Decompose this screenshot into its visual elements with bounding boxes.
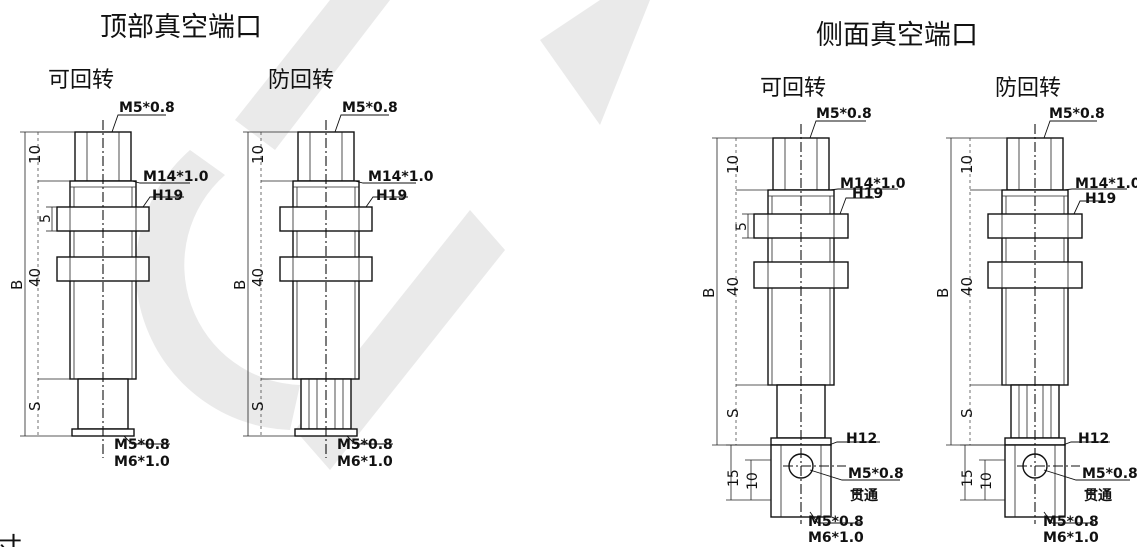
label-top-thread: M5*0.8 [342, 100, 398, 116]
dimension-lines [712, 137, 777, 501]
dim-5: 5 [38, 214, 54, 223]
label-bottom-thread-m5: M5*0.8 [337, 437, 393, 453]
dim-5: 5 [734, 222, 750, 231]
dim-s: S [26, 401, 44, 411]
cropped-text: 寸 [0, 533, 22, 547]
label-hex-h12: H12 [846, 431, 877, 447]
subtitle-anti-rotation: 防回转 [268, 68, 334, 93]
label-side-thread: M5*0.8 [848, 466, 904, 482]
label-hex: H19 [852, 186, 883, 202]
label-top-thread: M5*0.8 [119, 100, 175, 116]
dim-b: B [700, 288, 718, 298]
dim-b: B [231, 280, 249, 290]
dim-15: 15 [960, 469, 976, 487]
label-bottom-thread-m6: M6*1.0 [114, 454, 170, 470]
label-hex: H19 [152, 188, 183, 204]
dim-40: 40 [26, 268, 44, 287]
fitting-body [56, 120, 150, 458]
label-hex: H19 [1085, 191, 1116, 207]
label-bottom-thread-m6: M6*1.0 [1043, 530, 1099, 546]
drawing-side-rotatable: 可回转 [700, 76, 906, 546]
fitting-body [279, 120, 373, 458]
watermark [135, 0, 650, 470]
leader-lines [809, 120, 900, 524]
dim-10: 10 [979, 472, 995, 490]
dim-b: B [934, 288, 952, 298]
label-top-thread: M5*0.8 [816, 106, 872, 122]
dimension-lines [946, 137, 1011, 501]
dim-b: B [8, 280, 26, 290]
leader-lines [111, 114, 190, 445]
drawing-side-anti-rotation: 防回转 [934, 76, 1137, 546]
drawing-top-rotatable: 可回转 10 5 40 B S [8, 68, 209, 470]
drawing-top-anti-rotation: 防回转 10 40 B S [231, 68, 434, 470]
label-bottom-thread-m5: M5*0.8 [808, 514, 864, 530]
dimension-lines [243, 131, 301, 437]
title-top-port: 顶部真空端口 [100, 12, 262, 43]
subtitle-anti-rotation: 防回转 [995, 76, 1061, 101]
label-side-thread: M5*0.8 [1082, 466, 1137, 482]
dim-40: 40 [724, 277, 742, 296]
label-through-hole: 贯通 [1084, 487, 1112, 504]
dim-s: S [724, 408, 742, 418]
label-bottom-thread-m6: M6*1.0 [337, 454, 393, 470]
label-hex: H19 [376, 188, 407, 204]
label-body-thread: M14*1.0 [143, 169, 209, 185]
label-body-thread: M14*1.0 [840, 176, 906, 192]
leader-lines [334, 114, 416, 445]
fitting-body [753, 124, 849, 524]
dim-s: S [958, 408, 976, 418]
subtitle-rotatable: 可回转 [760, 76, 826, 101]
dim-10: 10 [958, 155, 976, 174]
dimension-lines [20, 131, 78, 437]
dim-s: S [249, 401, 267, 411]
label-body-thread: M14*1.0 [368, 169, 434, 185]
dim-10: 10 [249, 145, 267, 164]
label-hex-h12: H12 [1078, 431, 1109, 447]
dim-10: 10 [745, 472, 761, 490]
leader-lines [1043, 120, 1130, 524]
dim-15: 15 [726, 469, 742, 487]
dim-40: 40 [249, 268, 267, 287]
label-top-thread: M5*0.8 [1049, 106, 1105, 122]
label-bottom-thread-m5: M5*0.8 [114, 437, 170, 453]
title-side-port: 侧面真空端口 [816, 20, 978, 51]
subtitle-rotatable: 可回转 [48, 68, 114, 93]
fitting-body [987, 124, 1083, 524]
label-body-thread: M14*1.0 [1075, 176, 1137, 192]
dim-10: 10 [26, 145, 44, 164]
label-bottom-thread-m6: M6*1.0 [808, 530, 864, 546]
label-bottom-thread-m5: M5*0.8 [1043, 514, 1099, 530]
dim-40: 40 [958, 277, 976, 296]
dim-10: 10 [724, 155, 742, 174]
label-through-hole: 贯通 [850, 487, 878, 504]
